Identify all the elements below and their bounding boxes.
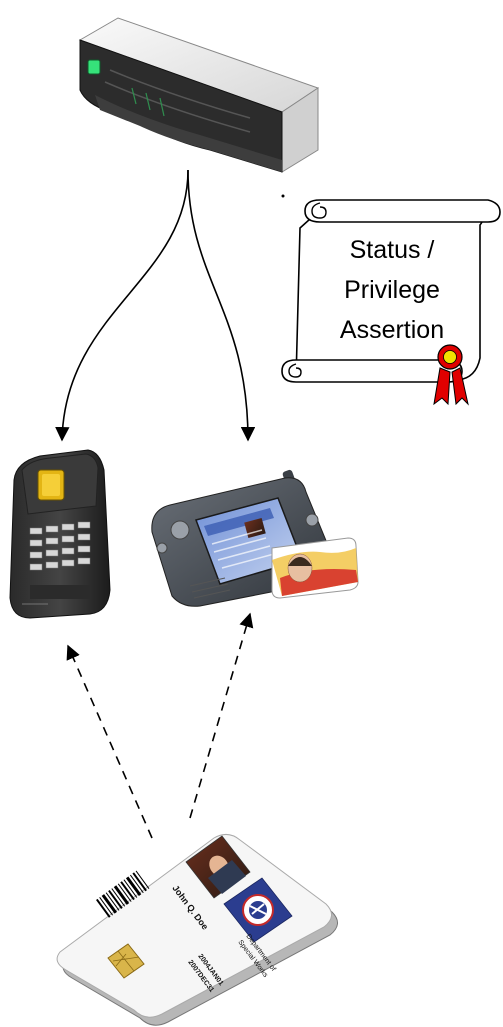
scroll-line-3: Assertion — [340, 316, 444, 344]
barcode-icon — [96, 870, 150, 918]
ribbon-seal-icon — [433, 344, 469, 406]
agency-emblem-icon — [223, 877, 293, 943]
smart-id-card: John Q. Doe Department of Special Works … — [56, 834, 338, 1026]
card-photo — [185, 835, 251, 899]
fingerprint-reader-icon — [9, 449, 111, 619]
arrow-server-to-handheld — [187, 169, 256, 442]
dashed-arrow-card-to-reader — [66, 644, 153, 839]
status-privilege-scroll: Status / Privilege Assertion — [281, 199, 501, 406]
server-icon — [78, 17, 320, 173]
dashed-arrow-card-to-handheld — [189, 612, 254, 819]
scroll-line-2: Privilege — [344, 276, 440, 304]
handheld-reader-icon — [151, 469, 359, 607]
scroll-line-1: Status / — [350, 236, 435, 264]
smart-chip-icon — [107, 943, 145, 979]
arrow-server-to-reader — [55, 169, 189, 442]
dot-mark — [281, 194, 285, 198]
inserted-id-card-icon — [271, 537, 359, 599]
server-led-icon — [87, 59, 101, 75]
